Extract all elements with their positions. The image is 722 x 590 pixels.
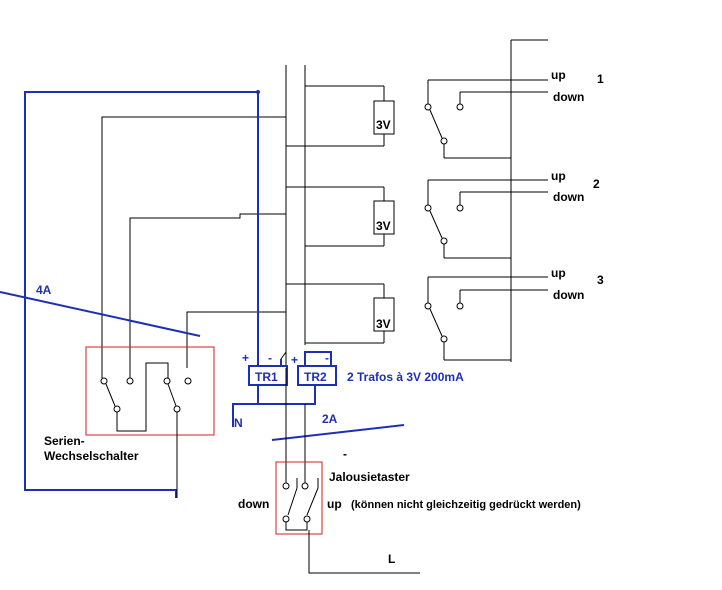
motor-2-up-label: up <box>551 169 566 183</box>
tr2-label: TR2 <box>304 370 327 384</box>
fuse-2a-line <box>271 424 405 441</box>
relay-coil-2: 3V <box>286 186 395 247</box>
neutral-wire <box>232 384 316 427</box>
switch-wire-b <box>129 213 286 378</box>
relay-coil-1: 3V <box>286 85 395 147</box>
motor-1-up-label: up <box>551 68 566 82</box>
live-label: L <box>388 552 395 566</box>
series-switch-label-1: Serien- <box>44 434 85 448</box>
relay-coil-3: 3V <box>286 283 395 344</box>
motor-3-number: 3 <box>597 273 604 287</box>
transformers-label: 2 Trafos à 3V 200mA <box>347 370 464 384</box>
blind-dash: - <box>343 447 347 461</box>
series-switch-label-2: Wechselschalter <box>44 449 139 463</box>
relay-1-voltage: 3V <box>376 118 391 132</box>
tr2-plus: + <box>291 353 298 367</box>
relay-contact-3: up down 3 <box>424 266 604 361</box>
transformer-tr2: TR2 + - <box>257 351 337 404</box>
fuse-2a-label: 2A <box>322 412 338 426</box>
motor-2-down-label: down <box>553 190 584 204</box>
relay-2-voltage: 3V <box>376 219 391 233</box>
switch-wire-c <box>186 311 286 368</box>
tr1-label: TR1 <box>255 370 278 384</box>
relay-contact-2: up down 2 <box>424 169 600 259</box>
motor-2-number: 2 <box>593 177 600 191</box>
neutral-label: N <box>234 416 243 430</box>
blind-note: (können nicht gleichzeitig gedrückt werd… <box>351 499 581 511</box>
transformer-tr1: TR1 + - <box>242 351 288 386</box>
motor-1-down-label: down <box>553 90 584 104</box>
motor-3-down-label: down <box>553 288 584 302</box>
blind-pushbutton <box>275 368 420 574</box>
fuse-4a-line <box>0 291 201 337</box>
motor-3-up-label: up <box>551 266 566 280</box>
blind-down-label: down <box>238 497 269 511</box>
tr1-minus: - <box>268 351 272 365</box>
blue-supply-loop <box>24 91 259 498</box>
relay-contact-1: up down 1 <box>424 68 604 159</box>
blind-up-label: up <box>327 497 342 511</box>
fuse-4a-label: 4A <box>36 283 52 297</box>
series-switch <box>85 346 215 498</box>
tr1-plus: + <box>242 351 249 365</box>
motor-1-number: 1 <box>597 72 604 86</box>
switch-wire-a <box>101 116 286 378</box>
tr2-minus: - <box>325 351 329 365</box>
relay-3-voltage: 3V <box>376 317 391 331</box>
blind-switch-label: Jalousietaster <box>329 470 410 484</box>
